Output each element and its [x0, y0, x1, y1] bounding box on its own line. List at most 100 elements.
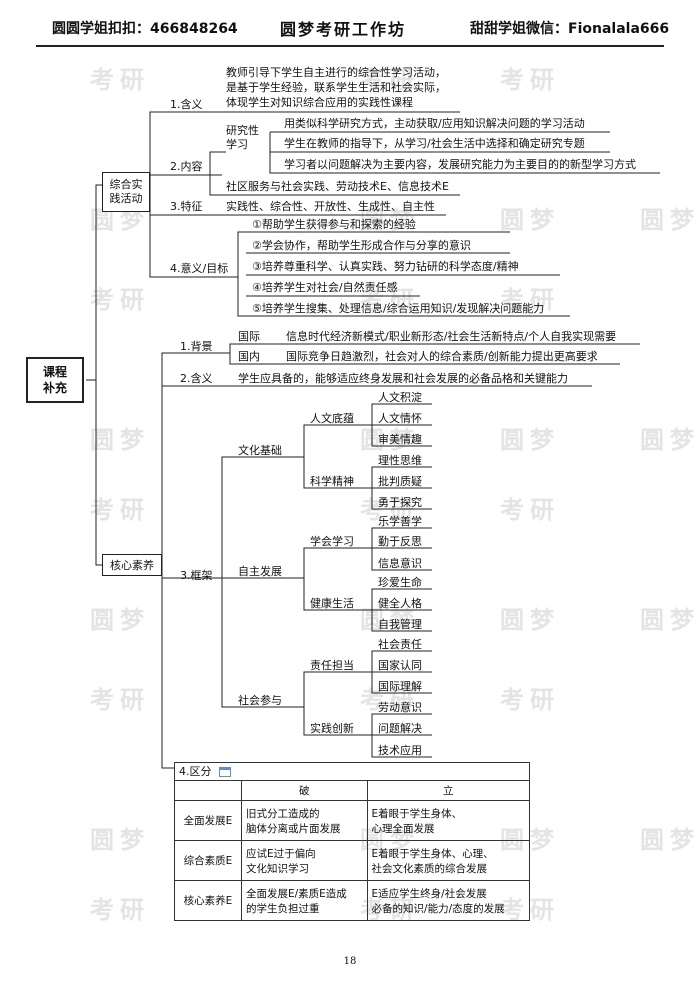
row-po: 应试E过于偏向 文化知识学习	[241, 840, 368, 881]
group-culture: 文化基础	[238, 444, 282, 457]
watermark: 考研	[90, 65, 150, 94]
table-row: 综合素质E 应试E过于偏向 文化知识学习 E着眼于学生身体、心理、 社会文化素质…	[174, 840, 531, 881]
s1-def-line-1: 教师引导下学生自主进行的综合性学习活动，	[226, 66, 446, 79]
s1-goal-4: ④培养学生对社会/自然责任感	[252, 281, 398, 294]
watermark: 圆梦	[640, 605, 700, 634]
sub-health: 健康生活	[310, 597, 354, 610]
header-rule	[36, 45, 664, 47]
s2-diff-label: 4.区分	[179, 765, 212, 778]
watermark: 考研	[90, 285, 150, 314]
row-name: 核心素养E	[174, 880, 242, 921]
item-8: 勤于反思	[378, 535, 422, 548]
row-name: 全面发展E	[174, 800, 242, 841]
item-2: 人文情怀	[378, 412, 422, 425]
s2-def-text: 学生应具备的，能够适应终身发展和社会发展的必备品格和关键能力	[238, 372, 568, 385]
watermark: 圆梦	[500, 205, 560, 234]
watermark: 圆梦	[360, 425, 420, 454]
watermark: 考研	[90, 685, 150, 714]
item-10: 珍爱生命	[378, 576, 422, 589]
watermark: 考研	[360, 685, 420, 714]
s1-feature-text: 实践性、综合性、开放性、生成性、自主性	[226, 200, 435, 213]
s1-goal-label: 4.意义/目标	[170, 262, 229, 275]
watermark: 考研	[90, 495, 150, 524]
item-7: 乐学善学	[378, 515, 422, 528]
sub-science: 科学精神	[310, 475, 354, 488]
root-label: 课程补充	[42, 365, 67, 395]
sub-innovation: 实践创新	[310, 722, 354, 735]
table-header-po: 破	[241, 780, 368, 801]
s2-def-label: 2.含义	[180, 372, 213, 385]
watermark: 圆梦	[90, 605, 150, 634]
row-po: 旧式分工造成的 脑体分离或片面发展	[241, 800, 368, 841]
root-node: 课程补充	[26, 357, 84, 403]
item-16: 劳动意识	[378, 701, 422, 714]
s2-bg-intl-text: 信息时代经济新模式/职业新形态/社会生活新特点/个人自我实现需要	[286, 330, 617, 343]
item-17: 问题解决	[378, 722, 422, 735]
s1-content-label: 2.内容	[170, 160, 203, 173]
s1-goal-5: ⑤培养学生搜集、处理信息/综合运用知识/发现解决问题能力	[252, 302, 545, 315]
watermark: 圆梦	[90, 825, 150, 854]
watermark: 考研	[90, 895, 150, 924]
watermark: 考研	[360, 285, 420, 314]
item-1: 人文积淀	[378, 391, 422, 404]
row-li: E着眼于学生身体、心理、 社会文化素质的综合发展	[366, 840, 531, 881]
s1-research-item-1: 用类似科学研究方式，主动获取/应用知识解决问题的学习活动	[284, 117, 585, 130]
header-right: 甜甜学姐微信：Fionalala666	[470, 21, 670, 37]
s1-content-other: 社区服务与社会实践、劳动技术E、信息技术E	[226, 180, 449, 193]
s1-def-line-3: 体现学生对知识综合应用的实践性课程	[226, 96, 413, 109]
item-18: 技术应用	[378, 744, 422, 757]
s2-bg-label: 1.背景	[180, 340, 213, 353]
table-row: 核心素养E 全面发展E/素质E造成 的学生负担过重 E适应学生终身/社会发展 必…	[174, 880, 531, 921]
row-li: E适应学生终身/社会发展 必备的知识/能力/态度的发展	[366, 880, 531, 921]
group-social: 社会参与	[238, 694, 282, 707]
row-name: 综合素质E	[174, 840, 242, 881]
watermark: 圆梦	[640, 425, 700, 454]
watermark: 考研	[360, 65, 420, 94]
diff-header-bar: 4.区分	[174, 762, 530, 780]
s2-bg-intl-label: 国际	[238, 330, 260, 343]
s1-goal-2: ②学会协作，帮助学生形成合作与分享的意识	[252, 239, 471, 252]
section2-title: 核心素养	[110, 559, 154, 572]
header-left: 圆圆学姐扣扣：466848264	[52, 21, 238, 37]
item-12: 自我管理	[378, 618, 422, 631]
table-header-row: 破 立	[174, 780, 531, 801]
s1-goal-3: ③培养尊重科学、认真实践、努力钻研的科学态度/精神	[252, 260, 519, 273]
item-3: 审美情趣	[378, 433, 422, 446]
page-number: 18	[343, 956, 357, 967]
item-14: 国家认同	[378, 659, 422, 672]
item-4: 理性思维	[378, 454, 422, 467]
sub-learning: 学会学习	[310, 535, 354, 548]
table-header-empty	[174, 780, 242, 801]
watermark: 圆梦	[640, 825, 700, 854]
s1-research-item-2: 学生在教师的指导下，从学习/社会生活中选择和确定研究专题	[284, 137, 585, 150]
s1-research-item-3: 学习者以问题解决为主要内容，发展研究能力为主要目的的新型学习方式	[284, 158, 636, 171]
watermark: 圆梦	[360, 205, 420, 234]
s2-bg-dom-label: 国内	[238, 350, 260, 363]
watermark: 圆梦	[90, 425, 150, 454]
header-center: 圆梦考研工作坊	[280, 20, 407, 39]
item-9: 信息意识	[378, 557, 422, 570]
watermark: 考研	[500, 65, 560, 94]
s1-goal-1: ①帮助学生获得参与和探索的经验	[252, 218, 416, 231]
watermark: 圆梦	[640, 205, 700, 234]
watermark: 考研	[500, 285, 560, 314]
item-11: 健全人格	[378, 597, 422, 610]
section-comprehensive-practice: 综合实践活动	[102, 172, 150, 212]
row-li: E着眼于学生身体、 心理全面发展	[366, 800, 531, 841]
s1-research-label: 研究性学习	[226, 124, 259, 151]
s1-feature-label: 3.特征	[170, 200, 203, 213]
comparison-table: 破 立 全面发展E 旧式分工造成的 脑体分离或片面发展 E着眼于学生身体、 心理…	[174, 780, 531, 921]
section-core-literacy: 核心素养	[102, 554, 162, 576]
item-15: 国际理解	[378, 680, 422, 693]
s1-def-label: 1.含义	[170, 98, 203, 111]
watermark: 考研	[500, 685, 560, 714]
watermark: 圆梦	[500, 425, 560, 454]
s2-bg-dom-text: 国际竞争日趋激烈，社会对人的综合素质/创新能力提出更高要求	[286, 350, 598, 363]
sub-humanities: 人文底蕴	[310, 412, 354, 425]
group-autonomy: 自主发展	[238, 565, 282, 578]
s1-def-line-2: 是基于学生经验，联系学生生活和社会实际，	[226, 81, 446, 94]
table-header-li: 立	[366, 780, 531, 801]
item-13: 社会责任	[378, 638, 422, 651]
watermark: 考研	[500, 495, 560, 524]
